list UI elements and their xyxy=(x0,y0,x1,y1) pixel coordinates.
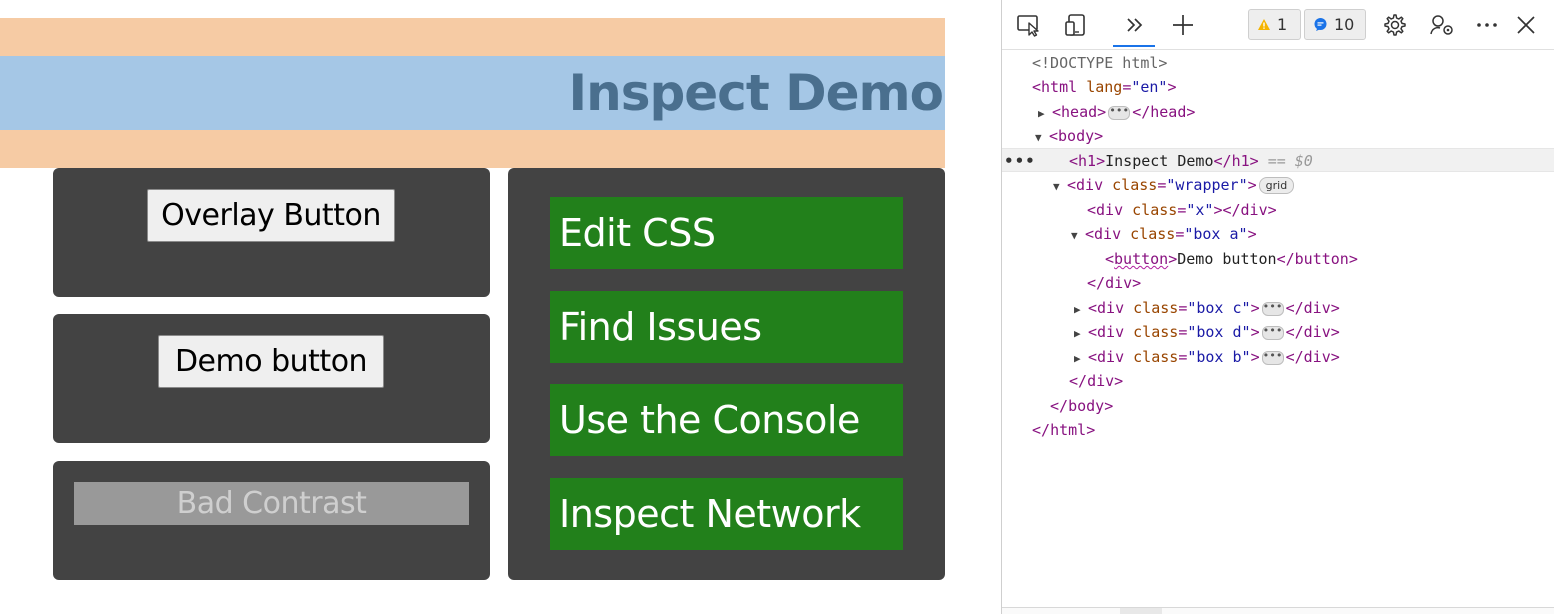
use-console-link[interactable]: Use the Console xyxy=(550,384,903,456)
dom-node-html-close[interactable]: </html> xyxy=(1032,421,1096,439)
add-tab-icon[interactable] xyxy=(1170,12,1196,38)
expand-arrow-icon[interactable]: ▶ xyxy=(1074,352,1081,365)
dom-node-box-d[interactable]: ▶<div class="box d">•••</div> xyxy=(1002,320,1554,344)
collapsed-content-pill[interactable]: ••• xyxy=(1261,301,1284,316)
devtools-toolbar: 1 10 xyxy=(1002,0,1554,50)
dom-node-h1-selected[interactable]: ••• <h1>Inspect Demo</h1> == $0 xyxy=(1002,148,1554,172)
collapse-arrow-icon[interactable]: ▼ xyxy=(1071,229,1078,242)
h1-content-overlay xyxy=(0,56,945,130)
demo-button[interactable]: Demo button xyxy=(158,335,384,388)
drawer-tab[interactable] xyxy=(1120,608,1162,614)
expand-arrow-icon[interactable]: ▶ xyxy=(1074,327,1081,340)
page-preview: Inspect Demo Overlay Button Demo button … xyxy=(0,18,945,580)
inspect-network-link[interactable]: Inspect Network xyxy=(550,478,903,550)
warnings-badge[interactable]: 1 xyxy=(1248,9,1301,40)
overlay-button[interactable]: Overlay Button xyxy=(147,189,395,242)
dom-node-box-b[interactable]: ▶<div class="box b">•••</div> xyxy=(1002,345,1554,369)
bad-contrast-text: Bad Contrast xyxy=(74,482,469,525)
settings-icon[interactable] xyxy=(1381,12,1407,38)
expand-arrow-icon[interactable]: ▶ xyxy=(1074,303,1081,316)
collapsed-content-pill[interactable]: ••• xyxy=(1261,350,1284,365)
dom-node-box-a-close[interactable]: </div> xyxy=(1087,274,1142,292)
dom-node-html[interactable]: <html lang="en"> xyxy=(1032,78,1177,96)
box-c: Demo button xyxy=(53,314,490,443)
more-options-icon[interactable] xyxy=(1474,12,1500,38)
device-emulation-icon[interactable] xyxy=(1064,12,1090,38)
warnings-count: 1 xyxy=(1277,15,1288,34)
collapsed-content-pill[interactable]: ••• xyxy=(1261,325,1284,340)
grid-badge[interactable]: grid xyxy=(1258,177,1295,194)
devtools-panel: 1 10 <!DOCTYPE html> <html lang="en"> xyxy=(1002,0,1554,614)
messages-badge[interactable]: 10 xyxy=(1304,9,1366,40)
more-tabs-icon[interactable] xyxy=(1122,12,1148,38)
panel-splitter[interactable] xyxy=(1001,0,1002,614)
dom-node-head[interactable]: ▶<head>•••</head> xyxy=(1002,100,1554,124)
dom-node-box-c[interactable]: ▶<div class="box c">•••</div> xyxy=(1002,296,1554,320)
dom-node-body-close[interactable]: </body> xyxy=(1050,397,1114,415)
dom-node-button[interactable]: <button>Demo button</button> xyxy=(1105,250,1358,268)
elements-dom-tree: <!DOCTYPE html> <html lang="en"> ▶<head>… xyxy=(1002,50,1554,610)
find-issues-link[interactable]: Find Issues xyxy=(550,291,903,363)
drawer-bar[interactable] xyxy=(1002,607,1554,614)
message-icon xyxy=(1313,17,1328,32)
edit-css-link[interactable]: Edit CSS xyxy=(550,197,903,269)
dom-node-wrapper[interactable]: ▼<div class="wrapper">grid xyxy=(1002,173,1554,197)
dom-node-wrapper-close[interactable]: </div> xyxy=(1069,372,1124,390)
dom-node-body[interactable]: ▼<body> xyxy=(1002,124,1554,148)
row-actions-icon[interactable]: ••• xyxy=(1004,152,1036,170)
warning-icon xyxy=(1257,18,1271,31)
messages-count: 10 xyxy=(1334,15,1355,34)
box-d: Bad Contrast xyxy=(53,461,490,580)
dom-node-doctype[interactable]: <!DOCTYPE html> xyxy=(1032,54,1168,72)
inspect-element-icon[interactable] xyxy=(1016,12,1042,38)
dom-node-div-x[interactable]: <div class="x"></div> xyxy=(1087,201,1277,219)
collapsed-content-pill[interactable]: ••• xyxy=(1108,105,1131,120)
h1-margin-overlay-bottom xyxy=(0,130,945,168)
customize-icon[interactable] xyxy=(1429,12,1455,38)
h1-margin-overlay-top xyxy=(0,18,945,56)
dom-node-box-a[interactable]: ▼<div class="box a"> xyxy=(1002,222,1554,246)
active-tab-indicator xyxy=(1113,45,1155,47)
box-a: Overlay Button xyxy=(53,168,490,297)
expand-arrow-icon[interactable]: ▶ xyxy=(1038,107,1045,120)
page-heading: Inspect Demo xyxy=(568,64,944,122)
close-icon[interactable] xyxy=(1513,12,1539,38)
box-b: Edit CSS Find Issues Use the Console Ins… xyxy=(508,168,945,580)
collapse-arrow-icon[interactable]: ▼ xyxy=(1053,180,1060,193)
collapse-arrow-icon[interactable]: ▼ xyxy=(1035,131,1042,144)
